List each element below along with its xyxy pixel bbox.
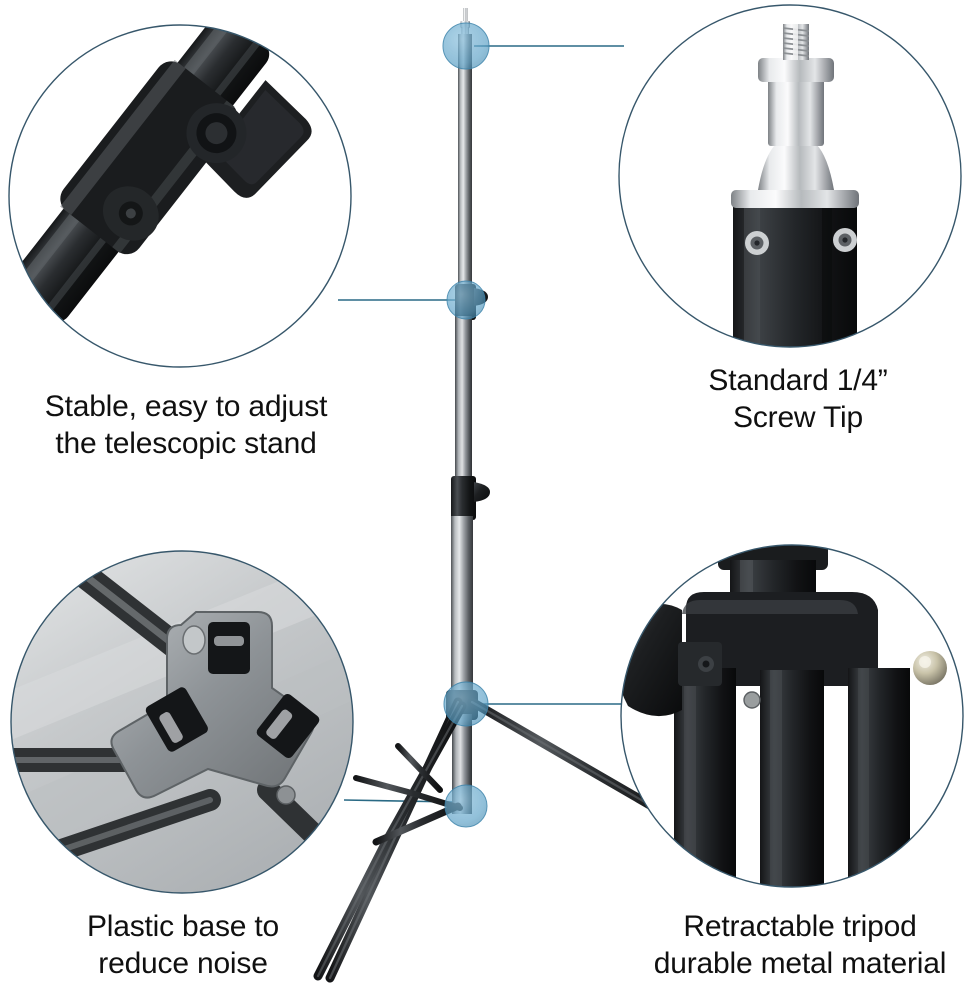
callout-top-left-photo bbox=[9, 25, 351, 367]
callout-bottom-right[interactable] bbox=[614, 530, 964, 896]
caption-standard-screw-tip: Standard 1/4” Screw Tip bbox=[708, 364, 888, 434]
callout-top-left-ring bbox=[8, 24, 352, 368]
tripod-brace-cross bbox=[395, 743, 443, 793]
stand-tube-upper bbox=[458, 34, 472, 298]
callout-bottom-left-ring bbox=[10, 550, 354, 894]
tripod-brace-front bbox=[353, 775, 463, 811]
callout-top-right[interactable] bbox=[618, 4, 962, 360]
caption-stable-easy-to-adjust: Stable, easy to adjust the telescopic st… bbox=[44, 390, 328, 460]
tripod-legs bbox=[313, 697, 705, 983]
hub-rivet bbox=[913, 651, 947, 685]
tripod-brace-left bbox=[372, 802, 462, 846]
stand-tube-middle bbox=[455, 316, 472, 488]
stand-tube-lower bbox=[451, 516, 473, 708]
stand-lock-collar-middle bbox=[451, 476, 490, 520]
callout-bottom-right-ring bbox=[620, 544, 964, 888]
hotspot-marker-tripod-hub[interactable] bbox=[443, 681, 489, 727]
plastic-y-hub bbox=[110, 611, 320, 805]
callout-bottom-right-photo bbox=[621, 545, 963, 887]
leader-lines bbox=[338, 45, 626, 803]
callout-top-right-ring bbox=[618, 4, 962, 348]
callout-top-left[interactable] bbox=[0, 1, 352, 377]
hotspot-marker-screw-tip[interactable] bbox=[442, 22, 490, 70]
tripod-leg-front-highlight bbox=[316, 704, 464, 978]
caption-plastic-base: Plastic base to reduce noise bbox=[86, 910, 280, 980]
callout-bottom-left[interactable] bbox=[10, 550, 354, 894]
hotspot-marker-lock-collar[interactable] bbox=[446, 280, 486, 320]
callout-top-right-photo bbox=[619, 5, 961, 347]
hub-screw bbox=[743, 691, 761, 709]
callout-bottom-left-photo bbox=[11, 551, 353, 893]
caption-retractable-tripod: Retractable tripod durable metal materia… bbox=[653, 910, 947, 980]
light-stand-illustration bbox=[313, 8, 705, 983]
barrel-screw-left bbox=[745, 231, 769, 255]
hotspot-markers[interactable] bbox=[442, 22, 490, 828]
barrel-screw-right bbox=[833, 228, 857, 252]
hotspot-marker-leg-brace[interactable] bbox=[444, 784, 488, 828]
